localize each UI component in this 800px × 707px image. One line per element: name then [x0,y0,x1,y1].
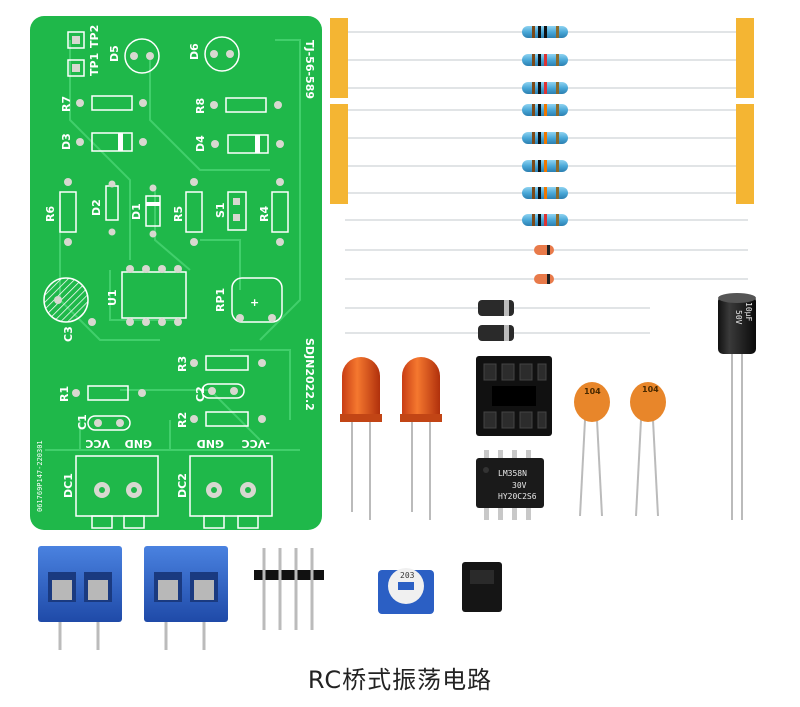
label-tp1: TP1 [88,53,101,76]
label-c1: C1 [76,414,89,430]
label-rp1: RP1 [214,288,227,312]
ic-socket [476,356,552,436]
label-r7: R7 [60,96,73,112]
label-d1: D1 [130,203,143,220]
chip-marking-1: LM358N [498,469,527,478]
label-dc2: DC2 [176,473,189,498]
led-red-2 [400,357,442,520]
product-photo: + TP1 TP2 D5 D6 R7 R8 D3 [30,16,756,650]
board-date: SDJN2022.2 [303,338,316,411]
resistor [522,82,568,94]
trimmer-value: 203 [400,571,415,580]
board-code-side: TJ-56-589 [303,40,316,99]
label-d4: D4 [194,135,207,152]
label-c2: C2 [194,386,207,402]
pin-header [254,548,324,630]
resistor [522,160,568,172]
chip-marking-2: 30V [512,481,527,490]
label-dc1: DC1 [62,473,75,498]
electrolytic-value: 10µF [744,302,753,321]
label-r5: R5 [172,206,185,222]
resistor [522,132,568,144]
label-tp2: TP2 [88,25,101,48]
label-r3: R3 [176,356,189,372]
label-r4: R4 [258,206,271,222]
electrolytic-voltage: 50V [734,310,743,325]
board-id: 061769P147-220301 [36,440,44,512]
electrolytic-capacitor: 10µF 50V [718,293,756,520]
label-vcc2: -VCC [242,437,270,450]
pcb-board: + [30,16,322,530]
label-u1: U1 [106,289,119,306]
ceramic-capacitor-2: 104 [630,382,666,517]
label-gnd2: GND [197,437,224,450]
capacitor-2-value: 104 [642,385,659,394]
ceramic-capacitor-1: 104 [574,382,610,517]
led-red-1 [340,357,382,520]
label-r8: R8 [194,98,207,114]
label-d3: D3 [60,133,73,150]
resistor [522,214,568,226]
label-d6: D6 [188,43,201,60]
label-gnd1: GND [125,437,152,450]
trimmer-potentiometer: 203 [378,568,434,614]
label-r1: R1 [58,386,71,402]
label-s1: S1 [214,202,227,218]
resistor [522,104,568,116]
label-d5: D5 [108,45,121,62]
capacitor-1-value: 104 [584,387,601,396]
chip-marking-3: HY20C2S6 [498,492,537,501]
label-d2: D2 [90,199,103,216]
jumper-cap [462,562,502,612]
screw-terminal-2 [144,546,228,650]
op-amp-chip: LM358N 30V HY20C2S6 [476,450,544,520]
label-vcc1: VCC [85,437,110,450]
svg-text:+: + [250,296,259,309]
label-c3: C3 [62,326,75,342]
screw-terminal-1 [38,546,122,650]
caption: RC桥式振荡电路 [307,666,493,694]
rectifier-diodes [478,300,514,341]
signal-diodes [534,245,554,284]
label-r6: R6 [44,206,57,222]
pcb-silkscreen: TP1 TP2 D5 D6 R7 R8 D3 D4 R6 D2 D1 R5 S1… [36,25,316,512]
resistor [522,187,568,199]
resistor [522,54,568,66]
resistor [522,26,568,38]
label-r2: R2 [176,412,189,428]
resistors [522,26,568,226]
